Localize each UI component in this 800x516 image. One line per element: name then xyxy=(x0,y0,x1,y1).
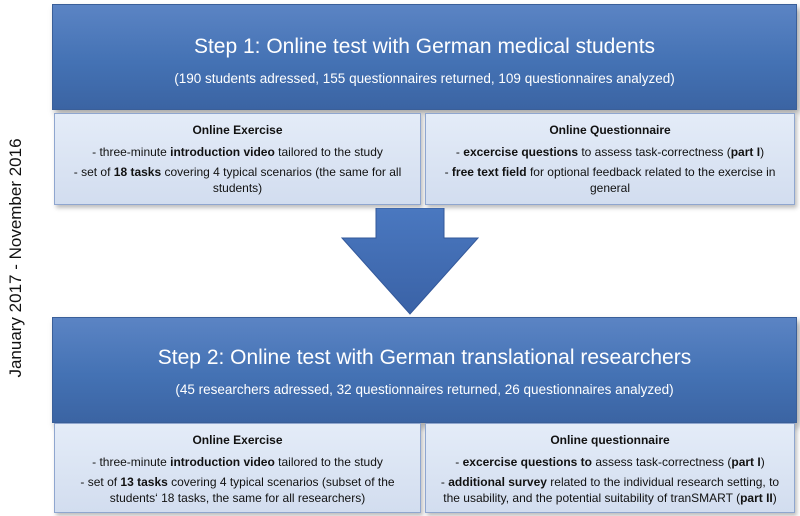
step2-title: Step 2: Online test with German translat… xyxy=(157,346,692,369)
step1-questionnaire-line1: - excercise questions to assess task-cor… xyxy=(455,145,765,159)
step1-exercise-heading: Online Exercise xyxy=(192,123,283,137)
step2-questionnaire-box: Online questionnaire - excercise questio… xyxy=(425,423,795,513)
step1-questionnaire-box: Online Questionnaire - excercise questio… xyxy=(425,113,795,205)
timeline-label: January 2017 - November 2016 xyxy=(2,0,30,516)
step1-questionnaire-heading: Online Questionnaire xyxy=(549,123,671,137)
step2-questionnaire-line2: - additional survey related to the indiv… xyxy=(440,475,780,505)
down-arrow-icon xyxy=(340,208,480,315)
step2-subtitle: (45 researchers adressed, 32 questionnai… xyxy=(175,382,674,397)
step2-questionnaire-heading: Online questionnaire xyxy=(550,433,670,447)
timeline-label-text: January 2017 - November 2016 xyxy=(6,138,25,378)
step1-questionnaire-line2: - free text field for optional feedback … xyxy=(444,165,776,195)
step1-exercise-line2: - set of 18 tasks covering 4 typical sce… xyxy=(73,165,402,195)
step2-exercise-box: Online Exercise - three-minute introduct… xyxy=(54,423,421,513)
step1-banner: Step 1: Online test with German medical … xyxy=(52,4,797,110)
step1-exercise-box: Online Exercise - three-minute introduct… xyxy=(54,113,421,205)
step1-exercise-line1: - three-minute introduction video tailor… xyxy=(92,145,383,159)
step2-banner: Step 2: Online test with German translat… xyxy=(52,317,797,423)
step1-subtitle: (190 students adressed, 155 questionnair… xyxy=(174,71,675,86)
step2-questionnaire-line1: - excercise questions to assess task-cor… xyxy=(455,455,765,469)
step2-exercise-line1: - three-minute introduction video tailor… xyxy=(92,455,383,469)
step2-exercise-heading: Online Exercise xyxy=(192,433,283,447)
step2-exercise-line2: - set of 13 tasks covering 4 typical sce… xyxy=(80,475,395,505)
step1-title: Step 1: Online test with German medical … xyxy=(193,35,656,58)
